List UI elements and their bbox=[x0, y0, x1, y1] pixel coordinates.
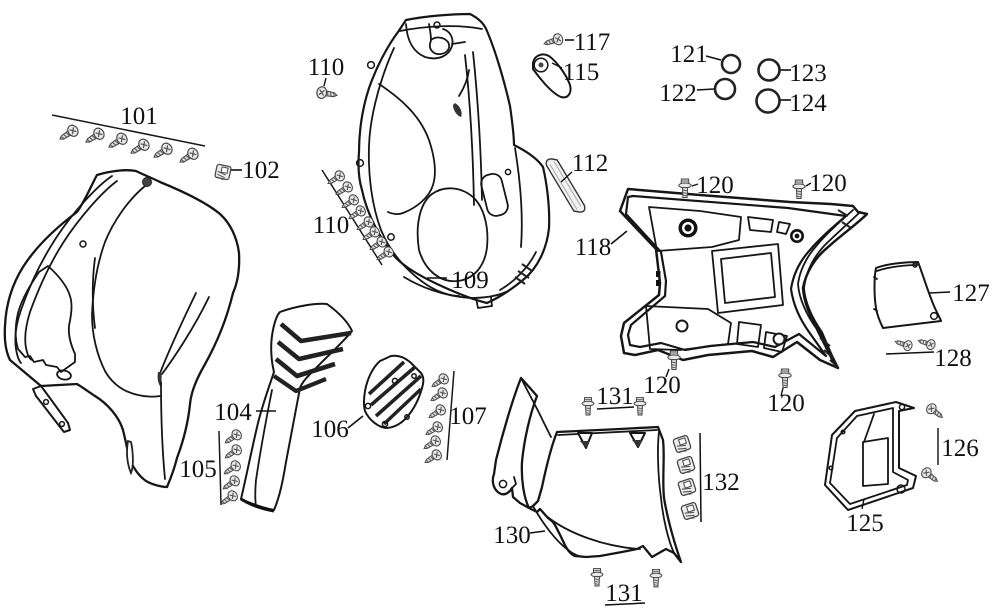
svg-text:128: 128 bbox=[934, 345, 972, 372]
svg-text:124: 124 bbox=[789, 90, 827, 117]
svg-text:102: 102 bbox=[242, 157, 280, 184]
svg-text:112: 112 bbox=[572, 150, 609, 177]
svg-text:110: 110 bbox=[313, 212, 350, 239]
svg-text:118: 118 bbox=[575, 234, 612, 261]
svg-text:107: 107 bbox=[449, 403, 487, 430]
svg-text:105: 105 bbox=[179, 456, 217, 483]
svg-text:120: 120 bbox=[696, 172, 734, 199]
svg-text:120: 120 bbox=[643, 372, 681, 399]
svg-text:101: 101 bbox=[120, 103, 158, 130]
svg-text:127: 127 bbox=[952, 280, 990, 307]
svg-text:115: 115 bbox=[563, 59, 600, 86]
svg-text:131: 131 bbox=[596, 383, 634, 410]
svg-text:132: 132 bbox=[702, 469, 740, 496]
svg-text:104: 104 bbox=[214, 399, 252, 426]
svg-text:120: 120 bbox=[767, 390, 805, 417]
svg-text:120: 120 bbox=[809, 170, 847, 197]
svg-text:117: 117 bbox=[574, 29, 611, 56]
svg-text:106: 106 bbox=[311, 416, 349, 443]
svg-text:130: 130 bbox=[493, 522, 531, 549]
svg-text:109: 109 bbox=[451, 267, 489, 294]
svg-text:122: 122 bbox=[659, 80, 697, 107]
svg-text:125: 125 bbox=[846, 510, 884, 537]
svg-text:123: 123 bbox=[789, 60, 827, 87]
svg-text:126: 126 bbox=[941, 435, 979, 462]
svg-text:121: 121 bbox=[670, 41, 708, 68]
svg-text:131: 131 bbox=[605, 580, 643, 607]
svg-text:110: 110 bbox=[308, 54, 345, 81]
